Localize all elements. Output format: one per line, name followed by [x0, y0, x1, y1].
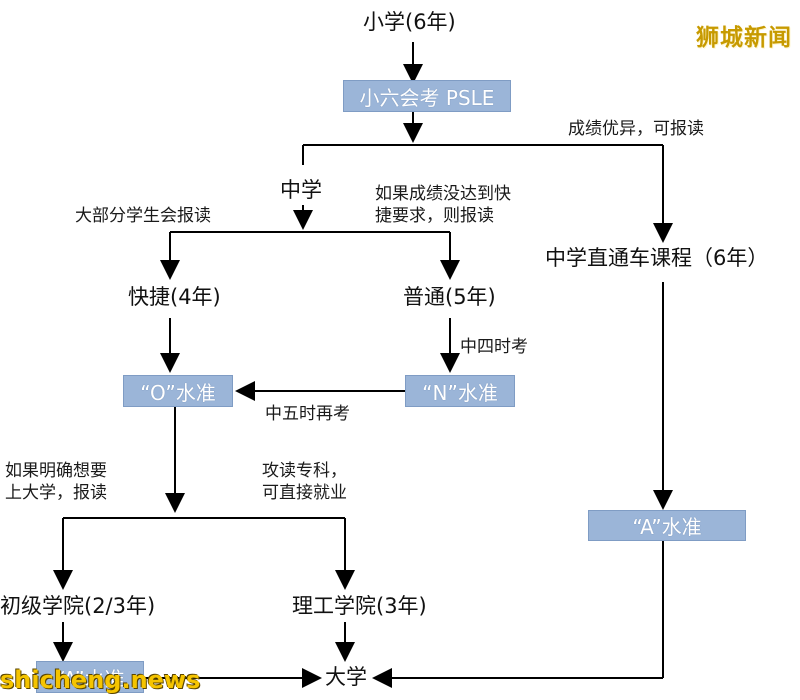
jc-a-level-label: “A”水准 — [55, 666, 125, 691]
note-excellent: 成绩优异，可报读 — [568, 119, 704, 139]
node-n-level: “N”水准 — [405, 375, 515, 407]
note-sec4-exam: 中四时考 — [460, 337, 528, 357]
node-o-level: “O”水准 — [123, 375, 233, 407]
node-university: 大学 — [325, 665, 367, 689]
note-most-students: 大部分学生会报读 — [75, 206, 211, 226]
o-level-label: “O”水准 — [140, 380, 216, 405]
node-psle: 小六会考 PSLE — [343, 80, 511, 112]
watermark-logo: 狮城新闻 — [696, 25, 792, 51]
node-ip: 中学直通车课程（6年） — [545, 246, 769, 270]
node-jc: 初级学院(2/3年) — [0, 594, 156, 618]
node-secondary: 中学 — [280, 178, 322, 202]
note-diploma: 攻读专科， 可直接就业 — [262, 461, 347, 504]
node-express: 快捷(4年) — [128, 285, 221, 309]
node-primary: 小学(6年) — [363, 10, 456, 34]
node-jc-a-level: “A”水准 — [36, 661, 144, 693]
note-if-university: 如果明确想要 上大学，报读 — [5, 461, 107, 504]
psle-label: 小六会考 PSLE — [359, 85, 495, 110]
node-a-level: “A”水准 — [588, 510, 746, 541]
node-normal: 普通(5年) — [403, 285, 496, 309]
site-watermark: shicheng.news — [0, 666, 201, 694]
note-if-not-express: 如果成绩没达到快 捷要求，则报读 — [375, 184, 511, 227]
node-poly: 理工学院(3年) — [292, 594, 427, 618]
n-level-label: “N”水准 — [422, 380, 498, 405]
note-sec5-retake: 中五时再考 — [265, 404, 350, 424]
a-level-label: “A”水准 — [632, 515, 702, 539]
